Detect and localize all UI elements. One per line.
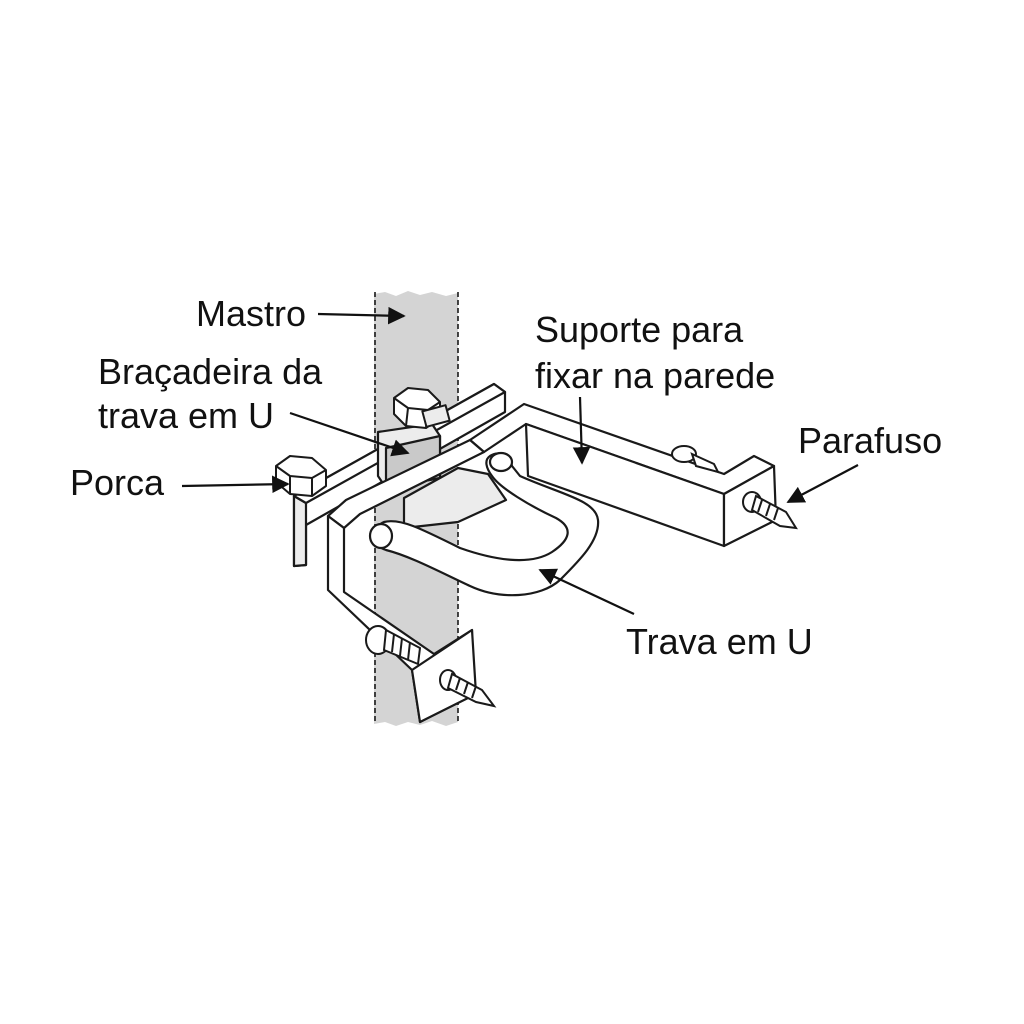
- label-suporte-line2: fixar na parede: [535, 355, 775, 396]
- arrow-bracadeira: [289, 411, 410, 457]
- arrow-mastro: [317, 306, 406, 325]
- top-nut: [393, 387, 451, 429]
- label-suporte-line1: Suporte para: [535, 309, 744, 350]
- screw-bottom-left: [365, 625, 422, 666]
- wall-bracket: [326, 402, 778, 724]
- clamp-plate-side: [292, 494, 308, 568]
- arrow-suporte: [572, 396, 591, 465]
- label-porca: Porca: [70, 462, 165, 503]
- screw-right: [742, 491, 798, 530]
- left-nut: [275, 455, 327, 497]
- label-parafuso: Parafuso: [798, 420, 942, 461]
- label-trava: Trava em U: [626, 621, 813, 662]
- u-bolt-end-left: [368, 522, 394, 550]
- label-mastro: Mastro: [196, 293, 306, 334]
- arrow-porca: [181, 475, 290, 494]
- u-bolt-end-top: [488, 451, 514, 473]
- arrow-parafuso: [786, 464, 859, 503]
- screw-bottom-end: [439, 669, 497, 708]
- arrow-trava: [538, 568, 635, 615]
- label-bracadeira-line1: Braçadeira da: [98, 351, 323, 392]
- screw-back-right: [671, 445, 720, 474]
- label-bracadeira-line2: trava em U: [98, 395, 274, 436]
- labels: Mastro Braçadeira da trava em U Porca Su…: [70, 293, 942, 662]
- leader-arrows: [181, 306, 859, 615]
- u-bolt: [368, 451, 600, 597]
